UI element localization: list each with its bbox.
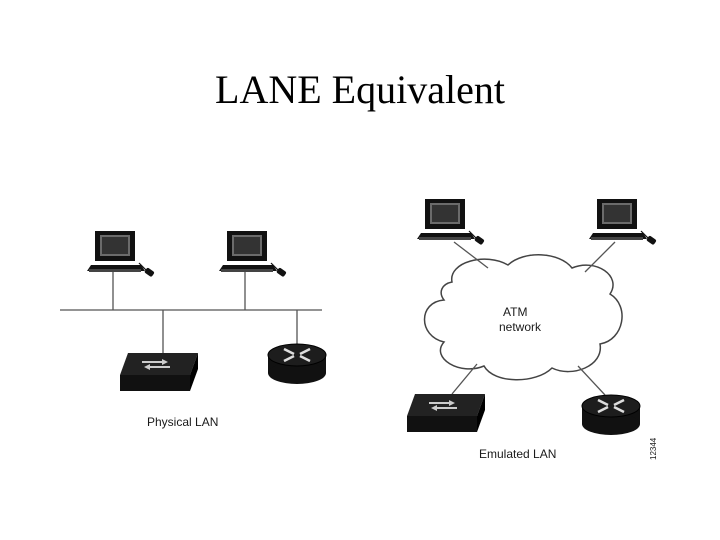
workstation-icon (416, 198, 486, 246)
router-icon (580, 393, 642, 437)
lan-switch-icon (406, 393, 486, 433)
atm-label: ATM (503, 305, 527, 319)
atm-link-line (577, 365, 606, 396)
router-icon (266, 342, 328, 386)
atm-link-line (451, 363, 478, 395)
lan-switch-icon (119, 352, 199, 392)
physical-lan-label: Physical LAN (147, 415, 218, 429)
emulated-lan-group: ATM network Emulated LAN 12344 (406, 198, 658, 461)
workstation-icon (86, 230, 156, 278)
emulated-lan-label: Emulated LAN (479, 447, 556, 461)
atm-link-line (584, 241, 616, 273)
workstation-icon (218, 230, 288, 278)
figure-id-label: 12344 (649, 437, 658, 460)
atm-cloud-icon (423, 254, 623, 381)
slide-title: LANE Equivalent (215, 67, 505, 112)
atm-link-line (453, 241, 489, 269)
workstation-icon (588, 198, 658, 246)
physical-lan-group: Physical LAN (60, 230, 328, 429)
network-label: network (499, 320, 542, 334)
